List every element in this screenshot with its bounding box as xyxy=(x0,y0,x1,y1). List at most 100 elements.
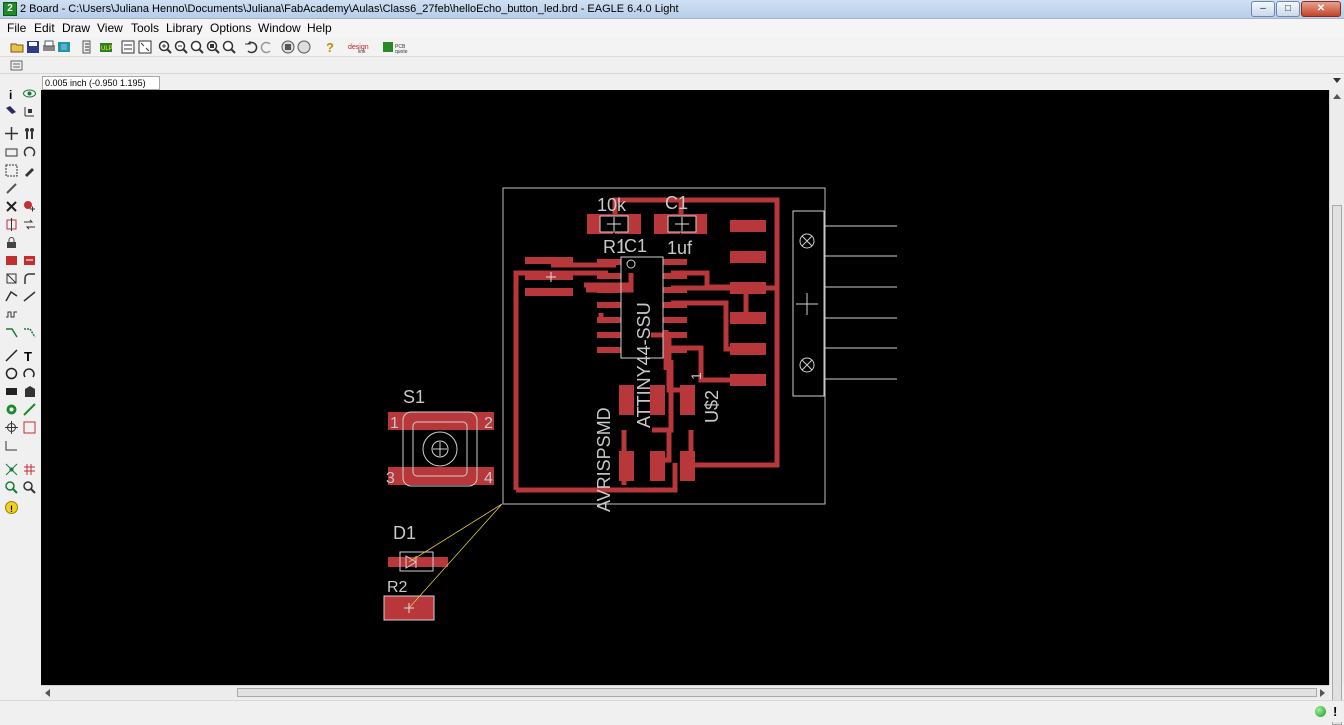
route-icon[interactable] xyxy=(5,326,18,339)
stop-icon[interactable] xyxy=(281,40,295,54)
move-icon[interactable] xyxy=(5,127,18,140)
via-icon[interactable] xyxy=(5,403,18,416)
split-icon[interactable] xyxy=(5,218,18,231)
usb-pad xyxy=(730,374,766,386)
zoom-out-icon[interactable] xyxy=(174,40,188,54)
meander-icon[interactable] xyxy=(5,308,18,321)
ripup-icon[interactable] xyxy=(23,326,36,339)
coordinate-display: 0.005 inch (-0.950 1.195) xyxy=(42,76,160,90)
save-icon[interactable] xyxy=(26,40,40,54)
hole-icon[interactable] xyxy=(5,421,18,434)
replace-icon[interactable] xyxy=(23,218,36,231)
stop-command-icon[interactable]: ! xyxy=(1333,704,1338,719)
optimize-icon[interactable] xyxy=(23,290,36,303)
zoom-fit-icon[interactable] xyxy=(138,40,152,54)
scroll-up-icon[interactable] xyxy=(1333,94,1341,99)
svg-text:design: design xyxy=(348,44,369,51)
zoom-redraw-icon[interactable] xyxy=(190,40,204,54)
display-icon[interactable] xyxy=(5,105,18,118)
menu-view[interactable]: View xyxy=(97,21,123,35)
drc-icon[interactable] xyxy=(23,481,36,494)
group-icon[interactable] xyxy=(5,164,18,177)
zoom-select-icon[interactable] xyxy=(206,40,220,54)
board-drawing[interactable]: 10k C1 R1 IC1 1uf ATTINY44-SSU AVRISPSMD… xyxy=(41,90,1329,685)
menu-help[interactable]: Help xyxy=(307,21,332,35)
menu-options[interactable]: Options xyxy=(210,21,252,35)
text-icon[interactable]: T xyxy=(23,349,36,362)
copper-pads xyxy=(384,214,766,620)
erc-icon[interactable] xyxy=(5,481,18,494)
zoom-in-icon[interactable] xyxy=(158,40,172,54)
ic-pin xyxy=(597,302,621,308)
board-canvas[interactable]: 10k C1 R1 IC1 1uf ATTINY44-SSU AVRISPSMD… xyxy=(41,90,1329,685)
open-icon[interactable] xyxy=(10,40,24,54)
copy-icon[interactable] xyxy=(23,127,36,140)
ic1-body xyxy=(620,256,664,359)
origin-cross xyxy=(546,272,556,282)
smash-icon[interactable] xyxy=(5,272,18,285)
scroll-left-icon[interactable] xyxy=(45,689,50,697)
menu-tools[interactable]: Tools xyxy=(131,21,160,35)
paste-icon[interactable] xyxy=(5,182,18,195)
signal-icon[interactable] xyxy=(23,403,36,416)
isp-name-label: AVRISPSMD xyxy=(594,407,614,512)
show-icon[interactable] xyxy=(23,87,36,100)
help-icon[interactable]: ? xyxy=(323,40,337,54)
run-ulp-icon[interactable]: ULP xyxy=(99,40,113,54)
r2-name-label: R2 xyxy=(387,579,408,596)
ic-pin xyxy=(663,287,687,293)
zoom-area-icon[interactable] xyxy=(222,40,236,54)
attribute-icon[interactable] xyxy=(23,421,36,434)
undo-icon[interactable] xyxy=(244,40,258,54)
ratsnest-icon[interactable] xyxy=(5,463,18,476)
menu-window[interactable]: Window xyxy=(258,21,301,35)
scroll-right-icon[interactable] xyxy=(1320,689,1325,697)
dropdown-arrow-icon[interactable] xyxy=(1333,78,1341,83)
circle-icon[interactable] xyxy=(5,367,18,380)
minimize-button[interactable]: – xyxy=(1251,1,1275,17)
errors-icon[interactable]: ! xyxy=(5,501,18,514)
s1-pin3-label: 3 xyxy=(386,470,395,487)
menu-draw[interactable]: Draw xyxy=(62,21,91,35)
menu-edit[interactable]: Edit xyxy=(34,21,55,35)
horizontal-scroll-thumb[interactable] xyxy=(237,688,1317,697)
script-icon[interactable] xyxy=(80,40,94,54)
arc-icon[interactable] xyxy=(23,367,36,380)
dimension-icon[interactable] xyxy=(5,439,18,452)
rectangle-icon[interactable] xyxy=(5,385,18,398)
delete-icon[interactable] xyxy=(5,200,18,213)
switch-schematic-icon[interactable] xyxy=(121,40,135,54)
mirror-icon[interactable] xyxy=(5,146,18,159)
menu-file[interactable]: File xyxy=(7,21,27,35)
info-icon[interactable]: i xyxy=(5,87,18,100)
horizontal-scrollbar[interactable] xyxy=(41,685,1329,699)
name-icon[interactable] xyxy=(5,254,18,267)
split-wire-icon[interactable] xyxy=(5,290,18,303)
close-button[interactable]: ✕ xyxy=(1301,1,1341,17)
layer-settings-icon[interactable] xyxy=(10,59,23,72)
miter-icon[interactable] xyxy=(23,272,36,285)
auto-router-icon[interactable] xyxy=(23,463,36,476)
ic-pin xyxy=(663,259,687,265)
go-icon[interactable] xyxy=(297,40,311,54)
mark-icon[interactable] xyxy=(23,105,36,118)
ic-pin xyxy=(597,273,621,279)
wire-icon[interactable] xyxy=(5,349,18,362)
vertical-scroll-thumb[interactable] xyxy=(1332,205,1342,725)
value-icon[interactable] xyxy=(23,254,36,267)
menu-library[interactable]: Library xyxy=(166,21,203,35)
change-icon[interactable] xyxy=(23,164,36,177)
lock-icon[interactable] xyxy=(5,236,18,249)
cam-icon[interactable] xyxy=(57,40,71,54)
airwires xyxy=(408,503,503,609)
polygon-icon[interactable] xyxy=(23,385,36,398)
maximize-button[interactable]: □ xyxy=(1276,1,1300,17)
vertical-scrollbar[interactable] xyxy=(1329,90,1344,725)
rotate-icon[interactable] xyxy=(23,146,36,159)
add-icon[interactable] xyxy=(23,200,36,213)
print-icon[interactable] xyxy=(42,40,56,54)
redo-icon[interactable] xyxy=(260,40,274,54)
svg-text:link: link xyxy=(358,49,366,54)
